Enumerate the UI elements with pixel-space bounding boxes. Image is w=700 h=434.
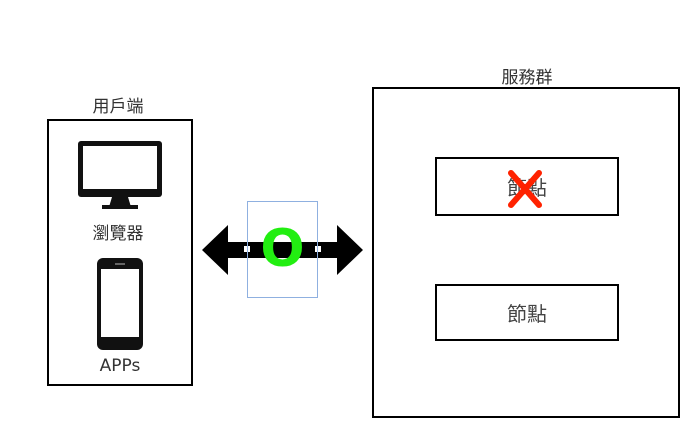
selection-box[interactable] (247, 201, 318, 298)
server-node-2: 節點 (435, 284, 619, 341)
client-group (47, 119, 193, 386)
server-title: 服務群 (501, 68, 553, 88)
monitor-icon (78, 141, 162, 209)
server-group (372, 87, 680, 418)
browser-label: 瀏覽器 (92, 224, 144, 244)
phone-icon (97, 258, 143, 350)
node-label: 節點 (507, 302, 547, 326)
client-title: 用戶端 (92, 97, 144, 117)
connection-ok-mark: O (260, 219, 305, 279)
apps-label: APPs (99, 356, 141, 376)
failed-x-icon (508, 170, 542, 208)
